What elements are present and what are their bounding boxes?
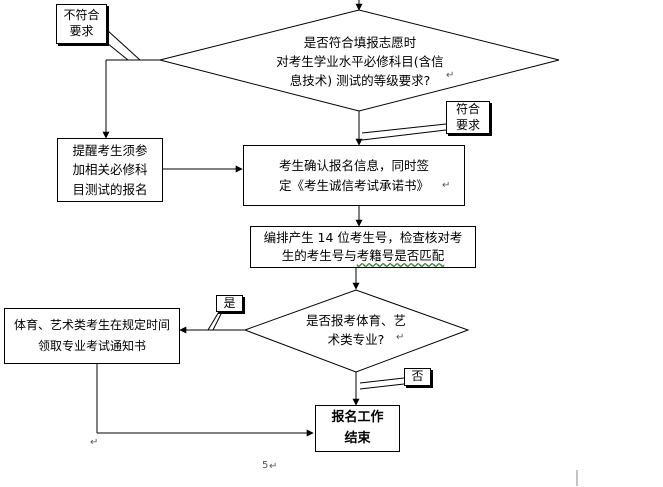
leader-no-b <box>359 383 405 390</box>
leader-no-match-a <box>106 29 141 61</box>
decision-1-text: 是否符合填报志愿时 对考生学业水平必修科目(含信 息技术) 测试的等级要求? <box>276 35 444 88</box>
decision-1-diamond <box>159 9 560 112</box>
end-box: 报名工作 结束 <box>315 405 400 452</box>
number-check-box: 编排产生 14 位考生号，检查核对考 生的考生号与考籍号是否匹配 <box>250 226 476 268</box>
leader-yes-b <box>212 311 223 331</box>
callout-not-matching: 不符合 要求 <box>56 4 107 44</box>
callout-matching: 符合 要求 <box>446 101 490 134</box>
page-number: 5 <box>262 460 269 471</box>
paragraph-mark: ↵ <box>90 437 99 448</box>
number-box-line-2: 生的考生号与考籍号是否匹配 <box>281 248 445 263</box>
number-box-underlined-text: 考籍号是否匹配 <box>356 248 445 263</box>
decision-2-diamond <box>243 289 470 373</box>
leader-yes-a <box>207 309 221 331</box>
decision-2-text: 是否报考体育、艺 术类专业? <box>305 313 406 347</box>
confirm-box: 考生确认报名信息，同时签 定《考生诚信考试承诺书》 <box>243 145 465 206</box>
paragraph-mark: ↵ <box>442 180 451 191</box>
remind-box: 提醒考生须参 加相关必修科 目测试的报名 <box>57 138 163 202</box>
leader-no-match-b <box>106 42 129 61</box>
paragraph-mark: ↵ <box>396 332 405 343</box>
leader-match-a <box>361 123 447 134</box>
number-box-line-1: 编排产生 14 位考生号，检查核对考 <box>263 229 463 245</box>
leader-no-a <box>359 377 405 384</box>
callout-no: 否 <box>404 368 431 386</box>
paragraph-mark: ↵ <box>269 461 278 472</box>
paragraph-mark: ↵ <box>446 70 455 81</box>
sports-arts-box: 体育、艺术类考生在规定时间 领取专业考试通知书 <box>4 308 180 364</box>
callout-yes: 是 <box>216 295 243 312</box>
leader-match-b <box>361 129 447 141</box>
